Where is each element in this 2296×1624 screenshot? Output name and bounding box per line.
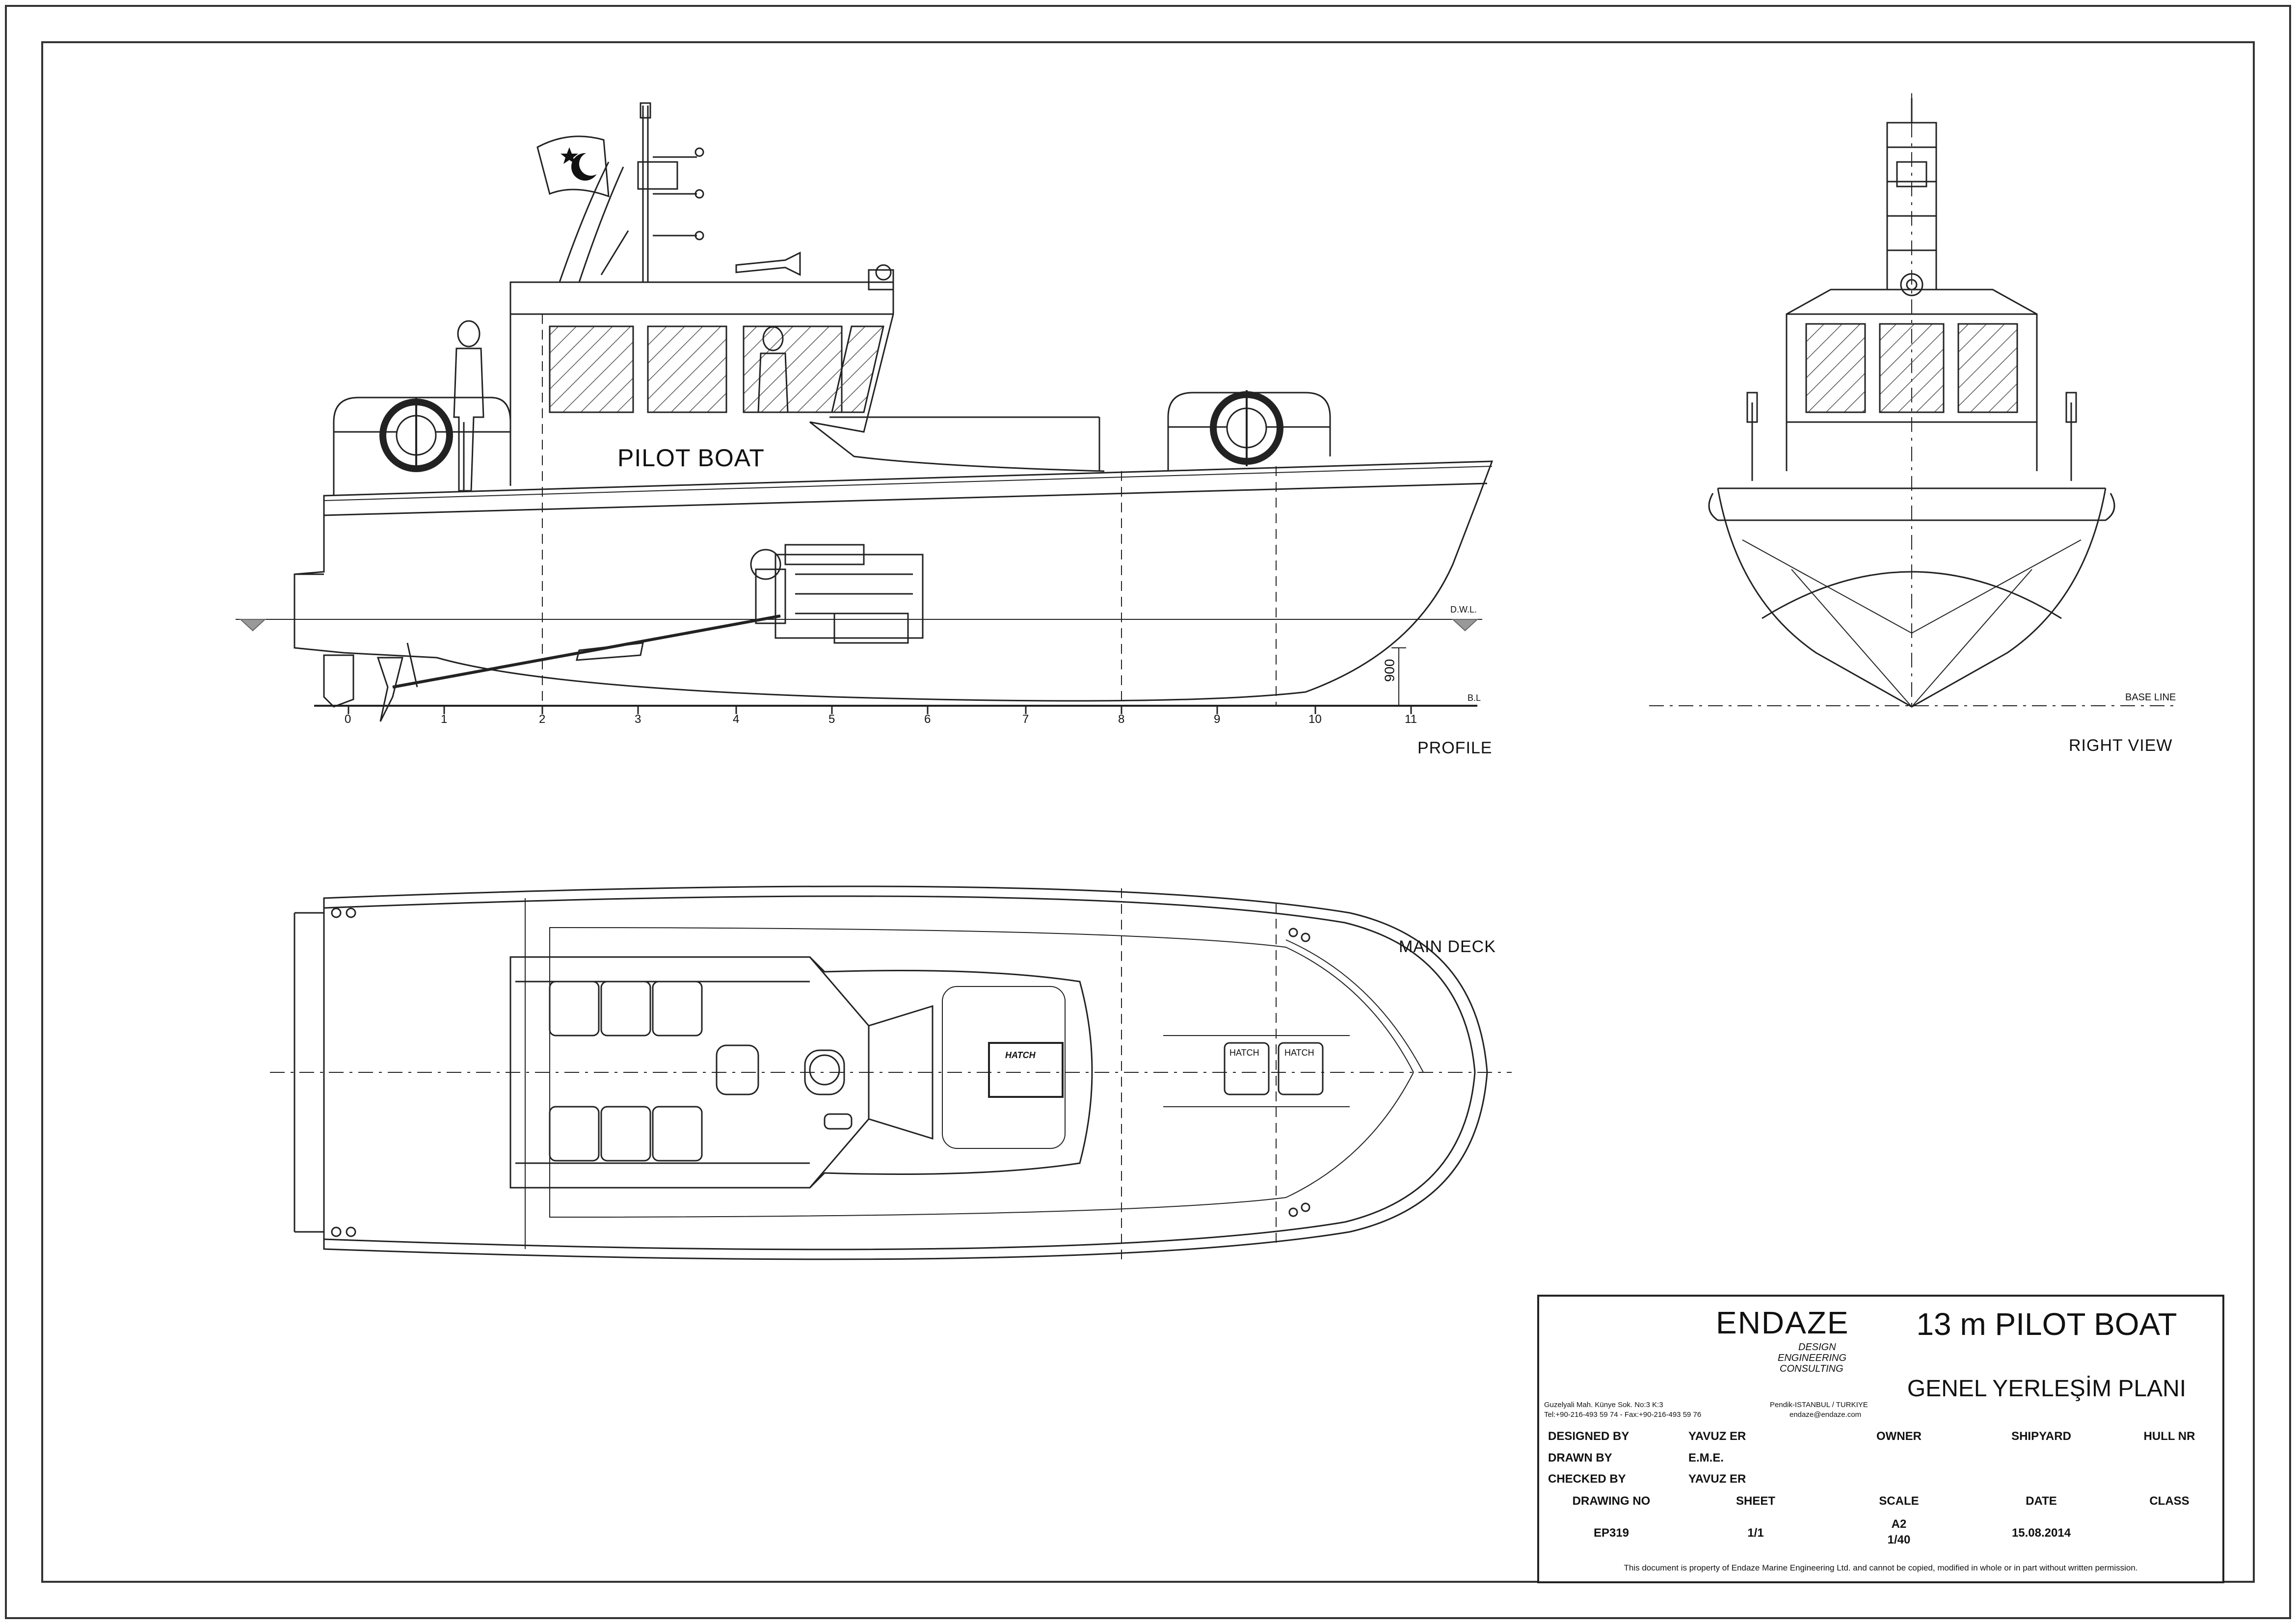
right-view-title: RIGHT VIEW — [2069, 736, 2173, 755]
propeller — [376, 657, 403, 722]
title-block: ENDAZE DESIGN ENGINEERING CONSULTING Guz… — [1537, 1295, 2224, 1583]
main-deck-title: MAIN DECK — [1399, 937, 1496, 956]
seats-stbd — [549, 1106, 703, 1162]
profile-title: PROFILE — [1417, 739, 1493, 757]
drawn-by-value: E.M.E. — [1688, 1451, 1724, 1464]
propeller-shaft — [392, 614, 781, 689]
disclaimer: This document is property of Endaze Mari… — [1624, 1563, 2138, 1572]
date-label: DATE — [2026, 1494, 2057, 1508]
company-tagline-2: ENGINEERING — [1778, 1353, 1847, 1363]
dwl-label: D.W.L. — [1450, 605, 1477, 614]
frame-label: 1 — [441, 713, 448, 726]
bl-label: B.L — [1468, 693, 1481, 703]
sheet-label: SHEET — [1735, 1494, 1775, 1508]
company-tagline-3: CONSULTING — [1780, 1363, 1843, 1374]
fore-hatch-1-label: HATCH — [1229, 1048, 1259, 1058]
frame-label: 7 — [1022, 713, 1029, 726]
date-value: 15.08.2014 — [2011, 1526, 2071, 1540]
designed-by-value: YAVUZ ER — [1688, 1429, 1746, 1443]
frame-label: 2 — [539, 713, 546, 726]
boat-name-label: PILOT BOAT — [617, 444, 765, 472]
designed-by-label: DESIGNED BY — [1548, 1429, 1629, 1443]
scale-ratio: 1/40 — [1887, 1533, 1911, 1546]
frame-ticks — [347, 706, 1412, 714]
main-hatch — [988, 1042, 1064, 1098]
person-standing — [453, 320, 484, 492]
draft-dimension: 900 — [1382, 659, 1397, 682]
drawing-title: GENEL YERLEŞİM PLANI — [1907, 1375, 2187, 1402]
address-left-2: Tel:+90-216-493 59 74 - Fax:+90-216-493 … — [1544, 1411, 1702, 1419]
fore-hatch-1 — [1224, 1042, 1270, 1095]
frame-label: 4 — [733, 713, 740, 726]
base-line-label: BASE LINE — [2125, 692, 2176, 703]
deck-outline — [323, 885, 1488, 1260]
inner-border — [41, 41, 2255, 1583]
address-right-2: endaze@endaze.com — [1789, 1411, 1862, 1419]
frame-label: 10 — [1308, 713, 1322, 726]
checked-by-label: CHECKED BY — [1548, 1472, 1626, 1486]
frame-label: 9 — [1214, 713, 1221, 726]
address-right-1: Pendik-ISTANBUL / TURKIYE — [1770, 1401, 1868, 1409]
project-title: 13 m PILOT BOAT — [1916, 1306, 2177, 1342]
frame-label: 3 — [635, 713, 641, 726]
company-name: ENDAZE — [1716, 1305, 1849, 1340]
class-label: CLASS — [2149, 1494, 2189, 1508]
checked-by-value: YAVUZ ER — [1688, 1472, 1746, 1486]
person-helm — [757, 326, 789, 413]
fore-hatch-2 — [1278, 1042, 1324, 1095]
frame-label: 8 — [1118, 713, 1125, 726]
scale-paper: A2 — [1891, 1518, 1907, 1531]
wheelhouse-plan — [509, 956, 1093, 1189]
frame-label: 0 — [345, 713, 351, 726]
wheelhouse — [509, 281, 1105, 486]
owner-label: OWNER — [1876, 1429, 1922, 1443]
bollards — [331, 907, 1310, 1237]
outer-border — [5, 5, 2291, 1619]
main-hatch-label: HATCH — [1005, 1050, 1036, 1060]
fore-hatch-2-label: HATCH — [1284, 1048, 1314, 1058]
hull-nr-label: HULL NR — [2143, 1429, 2195, 1443]
address-left-1: Guzelyali Mah. Künye Sok. No:3 K:3 — [1544, 1401, 1663, 1409]
drawing-no-value: EP319 — [1593, 1526, 1629, 1540]
drawing-no-label: DRAWING NO — [1572, 1494, 1651, 1508]
seats-port — [549, 981, 703, 1037]
profile-view — [236, 102, 1494, 722]
frame-label: 11 — [1405, 713, 1417, 726]
frame-label: 6 — [924, 713, 931, 726]
sheet-value: 1/1 — [1747, 1526, 1764, 1540]
hull-profile — [294, 460, 1494, 702]
right-view — [1649, 93, 2179, 708]
scale-label: SCALE — [1879, 1494, 1919, 1508]
rudder — [323, 654, 354, 708]
frame-label: 5 — [828, 713, 835, 726]
engine — [750, 544, 924, 644]
drawn-by-label: DRAWN BY — [1548, 1451, 1612, 1464]
shipyard-label: SHIPYARD — [2011, 1429, 2071, 1443]
main-deck-view — [270, 885, 1512, 1261]
flag — [536, 135, 610, 198]
company-tagline-1: DESIGN — [1798, 1342, 1836, 1353]
